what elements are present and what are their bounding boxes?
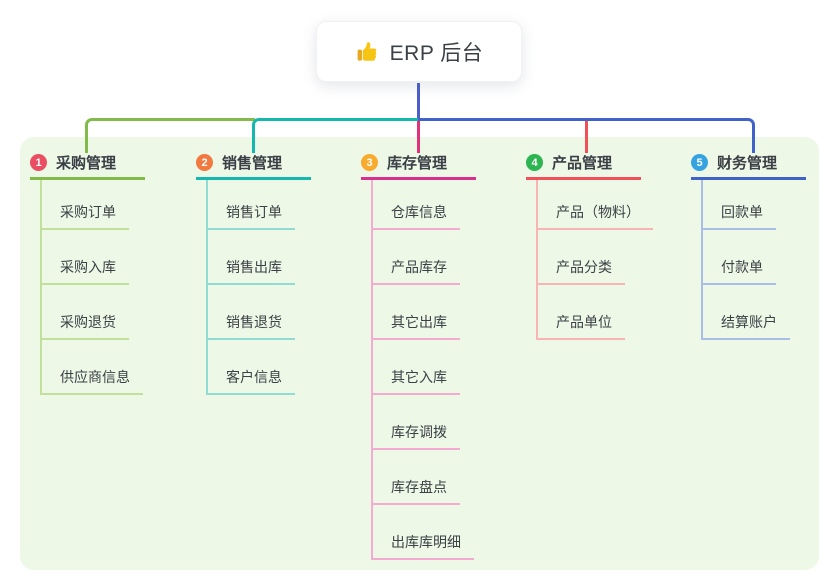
topic-label: 采购管理 [56,155,117,172]
subtopic-item[interactable]: 结算账户 [703,285,790,340]
topic-row[interactable]: 4 产品管理 [526,148,641,180]
topic-row[interactable]: 3 库存管理 [361,148,476,180]
topic-number-badge: 5 [691,154,708,171]
subtopic-label: 产品分类 [538,257,625,285]
subtopic-label: 回款单 [703,202,776,230]
subtopic-label: 付款单 [703,257,776,285]
branch-column: 4 产品管理 产品（物料） 产品分类产品单位 [526,148,676,340]
thumbs-up-icon [357,41,376,61]
branch-column: 1 采购管理 采购订单采购入库采购退货供应商信息 [30,148,180,395]
subtopic-item[interactable]: 仓库信息 [373,180,474,230]
topic-number-badge: 4 [526,154,543,171]
topic-label: 产品管理 [552,155,613,172]
subtopic-label: 销售退货 [208,312,295,340]
subtopic-item[interactable]: 产品分类 [538,230,653,285]
subtopic-item[interactable]: 产品库存 [373,230,474,285]
subtopic-label: 销售出库 [208,257,295,285]
subtopic-label: 仓库信息 [373,202,460,230]
topic-row[interactable]: 5 财务管理 [691,148,806,180]
subtopic-rail: 采购订单采购入库采购退货供应商信息 [40,180,143,395]
subtopic-rail: 回款单付款单结算账户 [701,180,790,340]
subtopic-label: 采购入库 [42,257,129,285]
subtopic-item[interactable]: 销售订单 [208,180,295,230]
subtopic-label: 结算账户 [703,312,790,340]
branch-column: 3 库存管理 仓库信息产品库存其它出库其它入库库存调拨库存盘点出库库明细 [361,148,511,560]
subtopic-item[interactable]: 销售退货 [208,285,295,340]
subtopic-label: 采购订单 [42,202,129,230]
subtopic-item[interactable]: 库存调拨 [373,395,474,450]
mindmap-panel [20,137,819,570]
subtopic-item[interactable]: 付款单 [703,230,790,285]
subtopic-label: 供应商信息 [42,367,143,395]
subtopic-item[interactable]: 库存盘点 [373,450,474,505]
subtopic-item[interactable]: 出库库明细 [373,505,474,560]
topic-label: 财务管理 [717,155,778,172]
subtopic-label: 客户信息 [208,367,295,395]
subtopic-item[interactable]: 销售出库 [208,230,295,285]
subtopic-rail: 仓库信息产品库存其它出库其它入库库存调拨库存盘点出库库明细 [371,180,474,560]
subtopic-label: 库存盘点 [373,477,460,505]
subtopic-label: 库存调拨 [373,422,460,450]
subtopic-item[interactable]: 回款单 [703,180,790,230]
subtopic-label: 出库库明细 [373,532,474,560]
subtopic-label: 产品单位 [538,312,625,340]
root-title: ERP 后台 [389,41,484,65]
topic-label: 销售管理 [222,155,283,172]
subtopic-item[interactable]: 产品（物料） [538,180,653,230]
subtopic-item[interactable]: 供应商信息 [42,340,143,395]
subtopic-label: 产品（物料） [538,202,653,230]
subtopic-label: 销售订单 [208,202,295,230]
subtopic-label: 产品库存 [373,257,460,285]
subtopic-item[interactable]: 其它出库 [373,285,474,340]
subtopic-item[interactable]: 采购入库 [42,230,143,285]
connector-line [418,118,755,153]
connector-line [417,121,420,153]
subtopic-rail: 产品（物料） 产品分类产品单位 [536,180,653,340]
subtopic-item[interactable]: 客户信息 [208,340,295,395]
topic-row[interactable]: 2 销售管理 [196,148,311,180]
subtopic-label: 其它出库 [373,312,460,340]
topic-number-badge: 3 [361,154,378,171]
topic-label: 库存管理 [387,155,448,172]
topic-row[interactable]: 1 采购管理 [30,148,145,180]
topic-number-badge: 2 [196,154,213,171]
connector-line [585,121,588,153]
subtopic-label: 其它入库 [373,367,460,395]
branch-column: 5 财务管理 回款单付款单结算账户 [691,148,839,340]
topic-number-badge: 1 [30,154,47,171]
connector-line [252,118,420,153]
subtopic-item[interactable]: 采购退货 [42,285,143,340]
subtopic-item[interactable]: 采购订单 [42,180,143,230]
root-node[interactable]: ERP 后台 [316,21,522,82]
connector-line [85,118,255,153]
subtopic-rail: 销售订单销售出库销售退货客户信息 [206,180,295,395]
connector-line [417,83,420,119]
subtopic-item[interactable]: 其它入库 [373,340,474,395]
subtopic-item[interactable]: 产品单位 [538,285,653,340]
branch-column: 2 销售管理 销售订单销售出库销售退货客户信息 [196,148,346,395]
subtopic-label: 采购退货 [42,312,129,340]
